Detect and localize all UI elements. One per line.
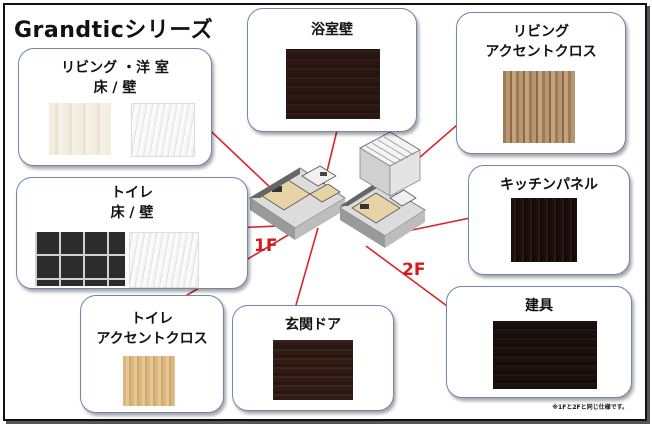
- box-living-accent: リビング アクセントクロス: [456, 12, 626, 154]
- toilet-floor-wall-label: 床 / 壁: [110, 205, 154, 221]
- toilet-accent-swatch: [123, 356, 175, 406]
- toilet-label: トイレ: [111, 185, 153, 201]
- roof-block: [358, 131, 422, 197]
- floor-plan-2f: [339, 180, 426, 248]
- living-accent-label-2: アクセントクロス: [485, 44, 597, 60]
- toilet-wall-swatch: [129, 232, 199, 288]
- floor-plan-illustration: [249, 131, 426, 248]
- box-fittings: 建具: [446, 286, 632, 398]
- floor-wall-label: 床 / 壁: [93, 80, 137, 96]
- living-accent-swatch: [503, 71, 575, 143]
- box-bath-wall: 浴室壁: [247, 8, 417, 132]
- floor-plan-1f: [249, 165, 346, 240]
- box-toilet-accent: トイレ アクセントクロス: [80, 295, 224, 413]
- bath-wall-label: 浴室壁: [311, 22, 353, 38]
- living-floor-swatch: [49, 103, 111, 155]
- page-title: Grandticシリーズ: [14, 18, 214, 43]
- kitchen-panel-label: キッチンパネル: [500, 177, 598, 193]
- fittings-label: 建具: [525, 298, 553, 314]
- spec-note: ※1Fと2Fと同じ仕様です。: [552, 404, 628, 411]
- box-entrance-door: 玄関ドア: [232, 305, 394, 411]
- floor-label-2f: 2F: [402, 260, 426, 280]
- fittings-swatch: [493, 321, 597, 389]
- entrance-door-label: 玄関ドア: [285, 317, 341, 333]
- toilet-accent-label-1: トイレ: [131, 311, 173, 327]
- living-wall-swatch: [131, 103, 195, 157]
- living-room-label: リビング ・洋 室: [61, 60, 169, 76]
- box-toilet-floor-wall: トイレ 床 / 壁: [16, 177, 248, 289]
- entrance-door-swatch: [273, 340, 353, 400]
- floor-label-1f: 1F: [254, 236, 278, 256]
- toilet-floor-tile-swatch: [35, 232, 125, 286]
- kitchen-panel-swatch: [511, 198, 577, 262]
- box-living-floor-wall: リビング ・洋 室 床 / 壁: [18, 48, 212, 166]
- box-kitchen-panel: キッチンパネル: [468, 165, 630, 275]
- living-accent-label-1: リビング: [513, 24, 569, 40]
- bath-wall-swatch: [286, 49, 380, 119]
- toilet-accent-label-2: アクセントクロス: [96, 331, 208, 347]
- leader-line-entrance: [295, 227, 319, 306]
